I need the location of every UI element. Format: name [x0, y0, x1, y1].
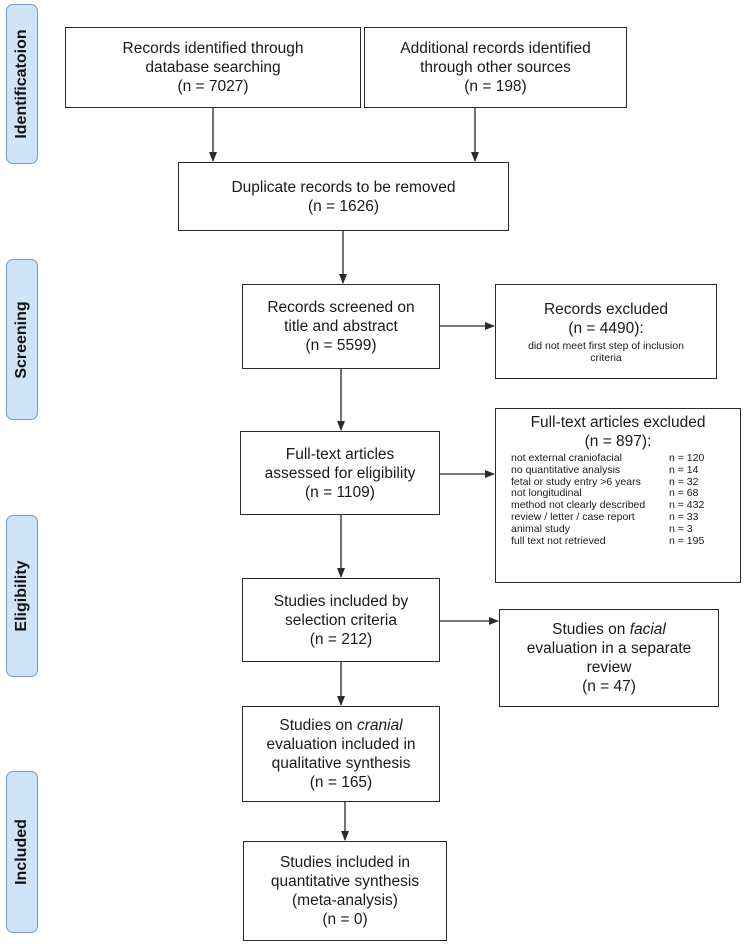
other-sources-count: (n = 198): [464, 78, 527, 95]
cranial-line2: evaluation included in: [266, 736, 416, 753]
quantitative-count: (n = 0): [322, 911, 368, 928]
duplicates-count: (n = 1626): [307, 197, 380, 215]
records-excluded-title: Records excluded: [543, 300, 669, 318]
quantitative-line3: (meta-analysis): [292, 892, 398, 909]
exclusion-reason-count: n = 68: [669, 487, 699, 500]
facial-italic: facial: [629, 621, 666, 638]
phase-included: Included: [6, 771, 38, 933]
cranial-italic: cranial: [356, 717, 403, 734]
exclusion-reason-label: animal study: [511, 522, 570, 535]
exclusion-reason-row: fetal or study entry >6 years n = 32: [511, 475, 725, 489]
fulltext-excluded-box: Full-text articles excluded (n = 897): n…: [495, 408, 741, 583]
fulltext-count: (n = 1109): [305, 483, 375, 501]
exclusion-reason-row: method not clearly described n = 432: [511, 499, 725, 512]
cranial-line3: qualitative synthesis: [271, 755, 411, 772]
database-records-box: Records identified through database sear…: [65, 27, 361, 108]
fulltext-excluded-count: (n = 897):: [584, 433, 652, 450]
phase-identification: Identificatoion: [6, 4, 38, 164]
database-records-line1: Records identified through: [122, 40, 304, 57]
fulltext-excluded-title: Full-text articles excluded: [530, 414, 706, 431]
phase-eligibility: Eligibility: [6, 515, 38, 677]
facial-line1: Studies on facial: [552, 620, 666, 639]
exclusion-reason-count: n = 432: [669, 499, 705, 512]
exclusion-reason-count: n = 3: [669, 522, 693, 535]
screened-line2: title and abstract: [284, 318, 398, 335]
other-sources-line2: through other sources: [420, 59, 571, 76]
included-by-criteria-box: Studies included by selection criteria (…: [242, 578, 440, 662]
included-by-criteria-count: (n = 212): [309, 630, 373, 648]
exclusion-reason-label: not longitudinal: [511, 487, 582, 500]
phase-screening: Screening: [6, 259, 38, 420]
exclusion-reason-row: full text not retrieved n = 195: [511, 534, 725, 548]
records-excluded-box: Records excluded (n = 4490): did not mee…: [495, 284, 717, 379]
exclusion-reason-count: n = 14: [669, 463, 699, 476]
facial-studies-box: Studies on facial evaluation in a separa…: [499, 609, 719, 707]
other-sources-line1: Additional records identified: [400, 40, 591, 57]
database-records-line2: database searching: [145, 59, 281, 76]
cranial-count: (n = 165): [309, 774, 373, 791]
exclusion-reason-count: n = 195: [669, 534, 705, 547]
included-by-criteria-line2: selection criteria: [285, 611, 397, 629]
duplicates-box: Duplicate records to be removed (n = 162…: [178, 162, 509, 231]
facial-count: (n = 47): [582, 678, 636, 695]
database-records-count: (n = 7027): [177, 78, 249, 95]
other-sources-box: Additional records identified through ot…: [364, 27, 627, 108]
exclusion-reason-label: not external craniofacial: [511, 452, 622, 464]
cranial-line1: Studies on cranial: [279, 716, 402, 735]
exclusion-reason-row: not longitudinal n = 68: [511, 488, 725, 500]
exclusion-reason-row: no quantitative analysis n = 14: [511, 463, 725, 477]
exclusion-reason-label: no quantitative analysis: [511, 463, 621, 476]
included-by-criteria-line1: Studies included by: [273, 592, 409, 610]
screened-count: (n = 5599): [305, 337, 377, 354]
screened-line1: Records screened on: [267, 299, 415, 316]
exclusion-reason-count: n = 120: [669, 452, 705, 464]
exclusion-reason-label: review / letter / case report: [511, 510, 635, 523]
fulltext-box: Full-text articles assessed for eligibil…: [240, 431, 440, 515]
exclusion-reason-row: review / letter / case report n = 33: [511, 510, 725, 524]
cranial-prefix: Studies on: [279, 717, 357, 734]
quantitative-line1: Studies included in: [279, 854, 411, 871]
cranial-studies-box: Studies on cranial evaluation included i…: [242, 706, 440, 802]
facial-line3: review: [586, 659, 632, 676]
records-excluded-note: did not meet first step of inclusion cri…: [528, 339, 684, 364]
exclusion-reason-count: n = 33: [669, 510, 699, 523]
facial-line2: evaluation in a separate: [526, 640, 692, 657]
quantitative-synthesis-box: Studies included in quantitative synthes…: [243, 841, 447, 941]
duplicates-line1: Duplicate records to be removed: [231, 178, 456, 196]
records-excluded-count: (n = 4490):: [568, 319, 644, 337]
exclusion-reason-label: method not clearly described: [511, 499, 646, 512]
exclusion-reason-label: fetal or study entry >6 years: [511, 475, 641, 488]
quantitative-line2: quantitative synthesis: [270, 873, 420, 890]
exclusion-reason-count: n = 32: [669, 475, 699, 488]
exclusion-reason-row: animal study n = 3: [511, 522, 725, 536]
facial-prefix: Studies on: [552, 621, 630, 638]
exclusion-reason-label: full text not retrieved: [511, 534, 606, 547]
exclusion-reason-row: not external craniofacial n = 120: [511, 452, 725, 465]
fulltext-line1: Full-text articles: [285, 445, 395, 463]
screened-box: Records screened on title and abstract (…: [242, 284, 440, 369]
fulltext-line2: assessed for eligibility: [264, 464, 416, 482]
